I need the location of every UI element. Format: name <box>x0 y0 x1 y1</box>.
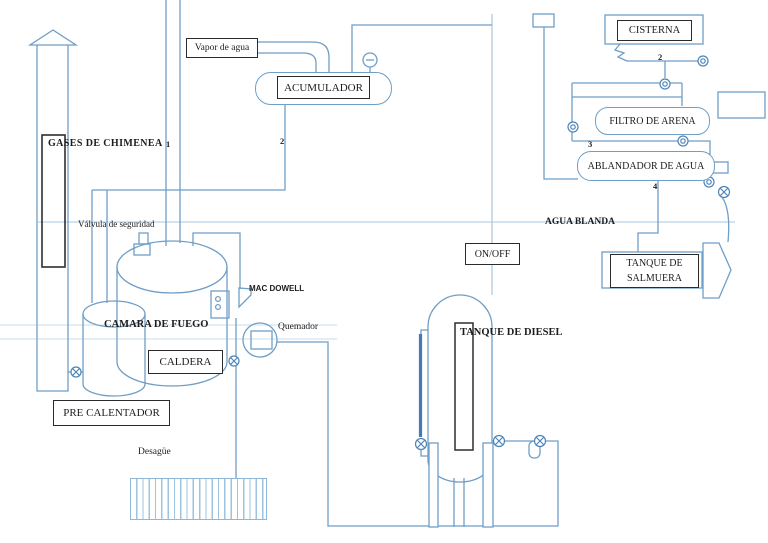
cisterna-text: CISTERNA <box>628 25 681 36</box>
line-number-2-cisterna: 2 <box>658 52 663 62</box>
accumulator-label: ACUMULADOR <box>277 76 370 99</box>
gauge-bottom-elbow <box>420 450 428 457</box>
on-off-text: ON/OFF <box>474 248 511 260</box>
boiler-macdowell-pipe <box>192 232 241 289</box>
preheater-bottom <box>82 383 146 397</box>
pre-calentador-label: PRE CALENTADOR <box>53 400 170 426</box>
macdowell-device <box>210 290 230 319</box>
valves-double <box>567 55 715 188</box>
water-softener-vessel: ABLANDADOR DE AGUA <box>577 151 715 181</box>
drain-grate-icon <box>130 478 267 520</box>
burner-core <box>250 330 273 350</box>
cisterna-outer-box <box>604 14 704 45</box>
macdowell-port-1 <box>214 295 222 303</box>
safety-valve-icon <box>138 232 149 245</box>
fire-chamber-label: CAMARA DE FUEGO <box>104 319 209 330</box>
vapor-de-agua-text: Vapor de agua <box>194 43 250 53</box>
diesel-tank-label: TANQUE DE DIESEL <box>460 327 563 338</box>
vapor-pipe-inner <box>256 52 317 72</box>
valve-cross-icon <box>70 366 82 378</box>
salmuera-tank-label: TANQUE DE SALMUERA <box>610 254 699 288</box>
water-level-lines <box>0 324 337 340</box>
accumulator-top-line <box>351 24 492 72</box>
pre-calentador-text: PRE CALENTADOR <box>63 407 160 419</box>
salmuera-feed-line <box>637 179 659 252</box>
valve-double-circle-icon <box>659 78 671 90</box>
water-softener-label: ABLANDADOR DE AGUA <box>587 160 705 172</box>
flag-fitting-icon <box>238 287 252 309</box>
flow-arrow-pentagon-icon <box>702 242 732 299</box>
aux-equipment-box <box>717 91 766 119</box>
salmuera-outer-box <box>601 251 703 289</box>
valve-double-circle-icon <box>567 121 579 133</box>
softener-out-curve <box>721 196 730 243</box>
line-number-2-accumulator: 2 <box>280 136 285 146</box>
salmuera-text-line2: SALMUERA <box>626 273 682 284</box>
safety-valve-label: Válvula de seguridad <box>78 219 155 229</box>
valves-cross <box>70 185 731 451</box>
valve-cross-icon <box>414 437 428 451</box>
valve-cross-icon <box>492 434 506 448</box>
line-number-4: 4 <box>653 181 658 191</box>
sand-filter-label: FILTRO DE ARENA <box>609 115 696 127</box>
vent-line <box>543 27 578 180</box>
safety-valve-base <box>133 243 151 256</box>
soft-water-label: AGUA BLANDA <box>545 217 615 227</box>
burner-label: Quemador <box>278 322 319 332</box>
macdowell-label: MAC DOWELL <box>249 284 305 293</box>
drain-label: Desagüe <box>138 447 171 457</box>
cisterna-zigzag <box>613 43 628 62</box>
accumulator-label-text: ACUMULADOR <box>284 81 363 94</box>
chimney-body <box>36 45 69 392</box>
caldera-label: CALDERA <box>148 350 223 374</box>
macdowell-port-2 <box>214 303 222 311</box>
vapor-de-agua-label: Vapor de agua <box>186 38 258 58</box>
gauge-top-elbow <box>420 329 428 334</box>
cisterna-label: CISTERNA <box>617 20 692 41</box>
valve-cross-icon <box>717 185 731 199</box>
line-number-3: 3 <box>588 139 593 149</box>
pipes <box>27 0 766 528</box>
fuel-loop-pipe <box>277 341 559 527</box>
salmuera-text-line1: TANQUE DE <box>626 258 683 269</box>
valve-cross-icon <box>228 355 240 367</box>
pressure-gauge-icon <box>362 52 378 68</box>
accumulator-return-line <box>92 103 286 191</box>
burner-circle-icon <box>242 322 278 358</box>
line-number-1: 1 <box>166 139 171 149</box>
diesel-tank-leg-right <box>482 442 494 528</box>
vent-cap <box>532 13 555 28</box>
on-off-switch-label: ON/OFF <box>465 243 520 265</box>
chimney-arrow-cap-icon <box>27 29 79 46</box>
diesel-tank-leg-left <box>428 442 439 528</box>
chimney-gases-label: GASES DE CHIMENEA <box>48 138 163 149</box>
valve-double-circle-icon <box>677 135 689 147</box>
chimney-duct-inner <box>41 134 66 268</box>
sand-filter-vessel: FILTRO DE ARENA <box>595 107 710 135</box>
caldera-text: CALDERA <box>159 356 212 368</box>
vapor-pipe-outer <box>256 41 330 72</box>
diesel-sight-glass <box>454 322 474 451</box>
valve-double-circle-icon <box>697 55 709 67</box>
valve-cross-icon <box>533 434 547 448</box>
